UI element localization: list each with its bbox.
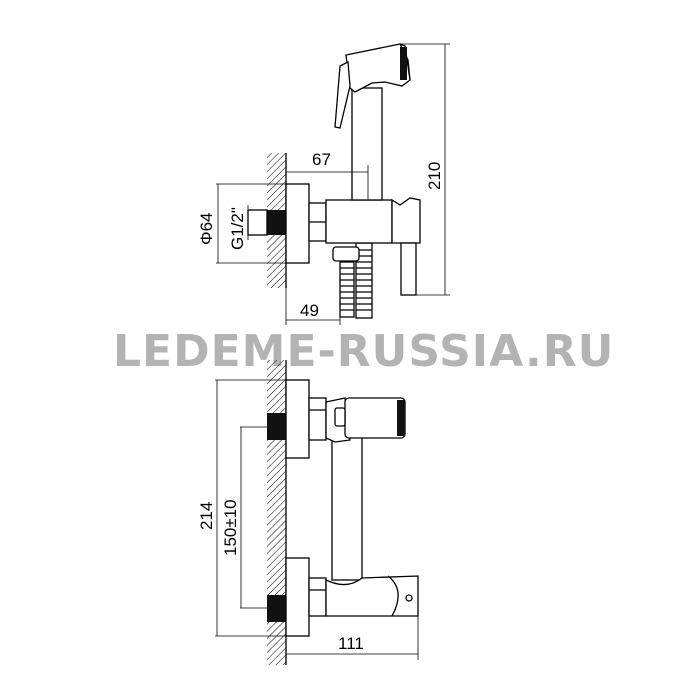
pipe-stub: [247, 209, 268, 236]
trigger: [334, 60, 351, 129]
dim-214: 214: [197, 379, 309, 637]
riser-tube: [331, 434, 363, 581]
valve-body: [325, 199, 393, 244]
flange-top: [285, 379, 310, 459]
dim-diameter-label: Φ64: [197, 213, 216, 245]
dim-210-label: 210: [425, 162, 444, 190]
thread-top: [267, 413, 286, 440]
wall-thread: [267, 210, 286, 235]
dim-210: 210: [400, 43, 450, 296]
flange-bottom: [285, 557, 310, 637]
dim-150: 150±10: [221, 426, 267, 609]
sprayer-handle: [351, 87, 383, 201]
dim-49-label: 49: [300, 301, 319, 320]
nut-bottom: [308, 577, 327, 617]
dim-67: 67: [286, 150, 369, 200]
nut-top: [308, 397, 327, 441]
flange: [285, 183, 310, 264]
dim-67-label: 67: [312, 150, 331, 169]
dim-150-label: 150±10: [221, 499, 240, 556]
sprayer-head-front: [344, 397, 406, 439]
thread-bottom: [267, 595, 286, 622]
dim-111-label: 111: [338, 634, 364, 653]
valve-handle: [391, 197, 421, 244]
dim-214-label: 214: [197, 502, 216, 530]
lever: [400, 242, 417, 296]
dim-111: 111: [286, 616, 419, 660]
valve-body-front: [325, 575, 419, 617]
side-view: 67 210 Φ64 G1/2" 49: [197, 43, 450, 325]
dim-thread: G1/2": [228, 205, 249, 250]
dim-49: 49: [285, 288, 341, 325]
watermark: LEDEME-RUSSIA.RU: [113, 326, 614, 377]
hose: [332, 242, 373, 319]
front-view: 214 150±10 111: [197, 360, 419, 665]
dim-diameter: Φ64: [197, 183, 286, 264]
dim-thread-label: G1/2": [228, 207, 247, 250]
